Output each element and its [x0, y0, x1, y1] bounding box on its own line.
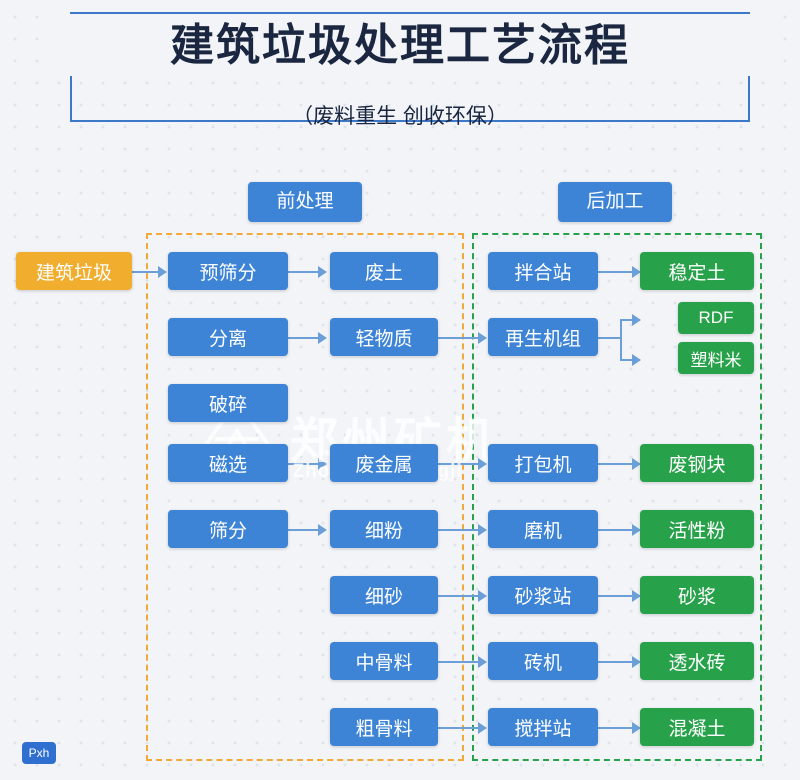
node-mat-4[interactable]: 细粉: [330, 510, 438, 548]
connector-line: [438, 727, 480, 729]
connector-arrow: [478, 524, 487, 536]
corner-badge: Pxh: [22, 742, 56, 764]
connector-line: [620, 319, 622, 361]
connector-arrow: [632, 266, 641, 278]
node-source-construction-waste[interactable]: 建筑垃圾: [16, 252, 132, 290]
node-product-6[interactable]: 砂浆: [640, 576, 754, 614]
node-post-6[interactable]: 砖机: [488, 642, 598, 680]
connector-arrow: [318, 458, 327, 470]
node-mat-3[interactable]: 废金属: [330, 444, 438, 482]
node-mat-2[interactable]: 轻物质: [330, 318, 438, 356]
group-label-pre: 前处理: [248, 182, 362, 222]
group-label-post: 后加工: [558, 182, 672, 222]
connector-line: [598, 595, 634, 597]
connector-arrow: [478, 590, 487, 602]
title-frame-mask: [55, 14, 765, 76]
node-product-2[interactable]: RDF: [678, 302, 754, 334]
node-post-7[interactable]: 搅拌站: [488, 708, 598, 746]
node-mat-6[interactable]: 中骨料: [330, 642, 438, 680]
connector-line: [598, 337, 622, 339]
connector-line: [598, 463, 634, 465]
connector-line: [438, 661, 480, 663]
node-mat-5[interactable]: 细砂: [330, 576, 438, 614]
node-post-5[interactable]: 砂浆站: [488, 576, 598, 614]
node-pre-5[interactable]: 筛分: [168, 510, 288, 548]
node-post-4[interactable]: 磨机: [488, 510, 598, 548]
connector-arrow: [318, 266, 327, 278]
connector-arrow: [632, 722, 641, 734]
connector-line: [288, 337, 320, 339]
node-product-7[interactable]: 透水砖: [640, 642, 754, 680]
connector-arrow: [478, 332, 487, 344]
node-pre-3[interactable]: 破碎: [168, 384, 288, 422]
node-mat-1[interactable]: 废土: [330, 252, 438, 290]
node-product-1[interactable]: 稳定土: [640, 252, 754, 290]
connector-arrow: [318, 332, 327, 344]
node-post-2[interactable]: 再生机组: [488, 318, 598, 356]
connector-line: [598, 661, 634, 663]
connector-arrow: [632, 590, 641, 602]
connector-line: [598, 271, 634, 273]
connector-line: [288, 529, 320, 531]
post-processing-frame: [472, 233, 762, 761]
connector-line: [620, 359, 634, 361]
connector-line: [438, 595, 480, 597]
node-post-3[interactable]: 打包机: [488, 444, 598, 482]
connector-arrow: [632, 524, 641, 536]
page-subtitle: （废料重生 创收环保）: [292, 105, 508, 128]
connector-line: [438, 529, 480, 531]
connector-line: [288, 463, 320, 465]
node-pre-4[interactable]: 磁选: [168, 444, 288, 482]
pre-processing-frame: [146, 233, 464, 761]
connector-line: [598, 727, 634, 729]
connector-line: [288, 271, 320, 273]
connector-line: [598, 529, 634, 531]
connector-line: [132, 271, 160, 273]
page-title: 建筑垃圾处理工艺流程: [170, 21, 630, 70]
connector-arrow: [478, 656, 487, 668]
connector-line: [620, 319, 634, 321]
node-pre-1[interactable]: 预筛分: [168, 252, 288, 290]
connector-arrow: [632, 656, 641, 668]
connector-arrow: [318, 524, 327, 536]
connector-arrow: [478, 458, 487, 470]
node-product-8[interactable]: 混凝土: [640, 708, 754, 746]
node-pre-2[interactable]: 分离: [168, 318, 288, 356]
connector-arrow: [158, 266, 167, 278]
connector-arrow: [632, 354, 641, 366]
node-post-1[interactable]: 拌合站: [488, 252, 598, 290]
connector-arrow: [478, 722, 487, 734]
node-mat-7[interactable]: 粗骨料: [330, 708, 438, 746]
node-product-3[interactable]: 塑料米: [678, 342, 754, 374]
connector-arrow: [632, 458, 641, 470]
connector-line: [438, 463, 480, 465]
connector-arrow: [632, 314, 641, 326]
node-product-4[interactable]: 废钢块: [640, 444, 754, 482]
node-product-5[interactable]: 活性粉: [640, 510, 754, 548]
connector-line: [438, 337, 480, 339]
